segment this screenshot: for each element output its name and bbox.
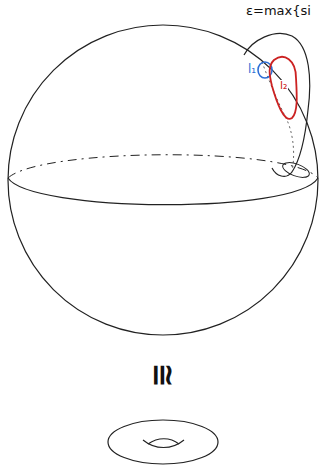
homeomorphic-symbol: ≅ [148,362,178,387]
handle-foot [281,160,311,181]
sphere-outline [8,25,318,335]
torus-outline [108,420,218,464]
loop-l2 [270,57,297,119]
equator-back [8,155,318,178]
torus-hole-upper [148,439,179,444]
formula-note: ε=max{si [246,4,311,17]
handle-outline [244,33,310,176]
loop-label: l₁ [247,63,257,75]
equator-front [8,178,318,205]
loop-label: l₂ [279,80,288,91]
